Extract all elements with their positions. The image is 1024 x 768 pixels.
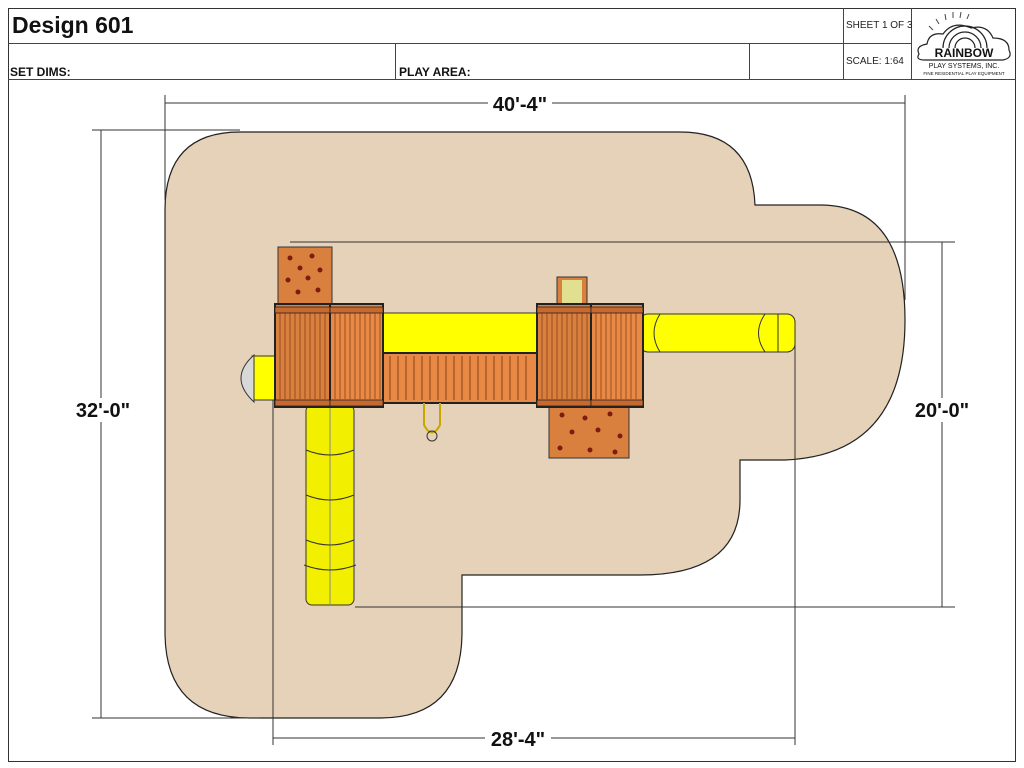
- sheet-number: SHEET 1 OF 3: [846, 20, 913, 31]
- rainbow-logo-graphic: RAINBOW PLAY SYSTEMS, INC. FINE RESIDENT…: [917, 11, 1011, 76]
- set-dims-label: SET DIMS:: [10, 65, 71, 79]
- column-divider: [395, 43, 396, 79]
- logo-brand: RAINBOW: [935, 46, 994, 60]
- logo-company: PLAY SYSTEMS, INC.: [929, 63, 1000, 70]
- header-divider: [8, 43, 911, 44]
- rainbow-logo: RAINBOW PLAY SYSTEMS, INC. FINE RESIDENT…: [913, 10, 1015, 78]
- logo-tagline: FINE RESIDENTIAL PLAY EQUIPMENT: [923, 71, 1004, 76]
- play-area-label: PLAY AREA:: [399, 65, 471, 79]
- header-bottom-border: [8, 79, 1016, 80]
- page-title: Design 601: [12, 12, 134, 38]
- scale-label: SCALE: 1:64: [846, 56, 904, 67]
- column-divider: [843, 8, 844, 79]
- drawing-frame: [8, 8, 1016, 762]
- column-divider: [749, 43, 750, 79]
- column-divider: [911, 8, 912, 79]
